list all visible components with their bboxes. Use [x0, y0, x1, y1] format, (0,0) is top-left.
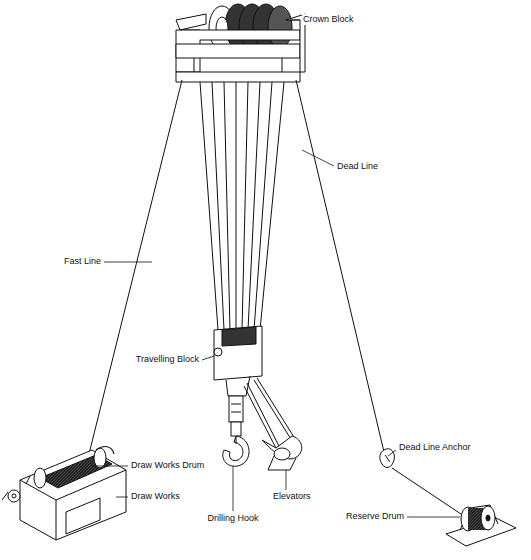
reserve-drum [446, 505, 516, 546]
fast-line [87, 80, 182, 462]
elevator-links [244, 378, 302, 470]
dead-line-anchor [380, 449, 395, 468]
draw-works [2, 447, 126, 540]
elevators-label: Elevators [272, 491, 312, 502]
drilling-hook-label: Drilling Hook [206, 513, 259, 524]
crown-sheaves [209, 4, 292, 50]
travelling-block-label: Travelling Block [135, 354, 200, 365]
drilling-hook [223, 436, 249, 466]
draw-works-drum-label: Draw Works Drum [130, 460, 205, 471]
dead-line [296, 80, 384, 452]
draw-works-label: Draw Works [130, 491, 181, 502]
dead-line-anchor-label: Dead Line Anchor [398, 442, 472, 453]
reserve-drum-label: Reserve Drum [345, 511, 405, 522]
crown-block-label: Crown Block [302, 14, 355, 25]
reeved-lines [200, 82, 284, 330]
dead-line-label: Dead Line [336, 161, 379, 172]
crown-frame [176, 14, 305, 82]
fast-line-label: Fast Line [63, 256, 102, 267]
